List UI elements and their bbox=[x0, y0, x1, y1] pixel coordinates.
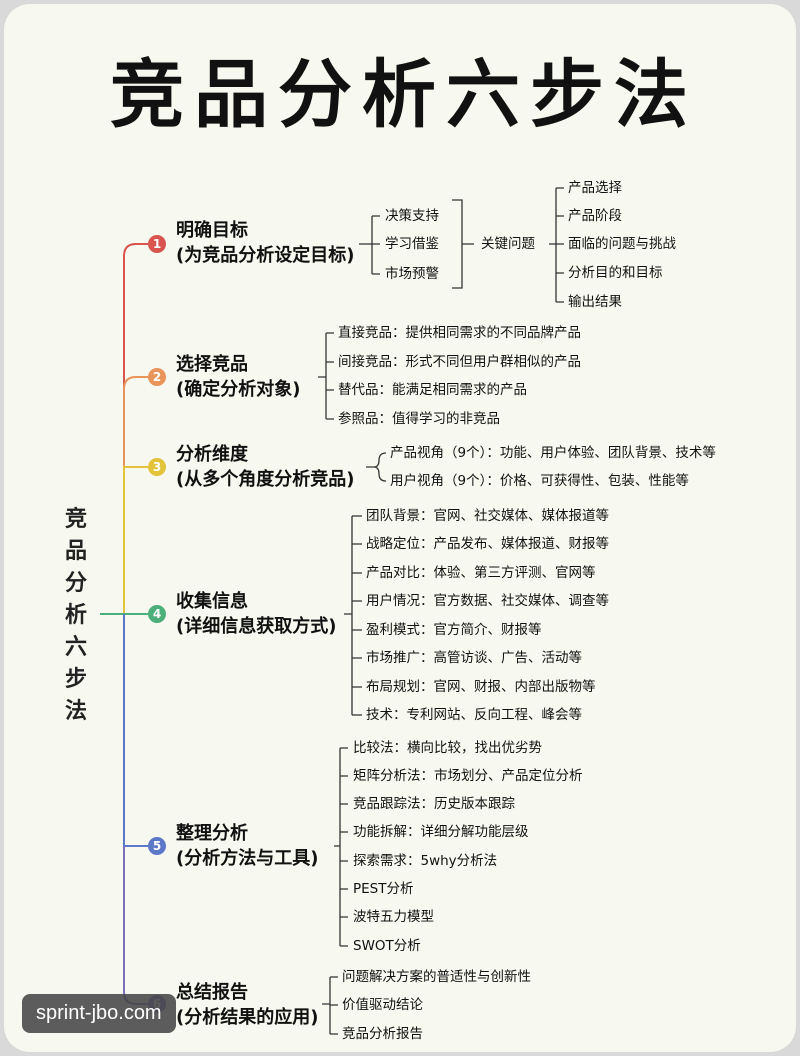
step1-item: 决策支持 bbox=[385, 208, 439, 224]
step6-bracket bbox=[322, 976, 338, 1035]
step5-item: 竞品跟踪法：历史版本跟踪 bbox=[353, 796, 515, 812]
trunk-step2 bbox=[123, 376, 148, 614]
step1-sub-item: 面临的问题与挑战 bbox=[568, 236, 676, 252]
step5-number-badge: 5 bbox=[148, 837, 166, 855]
step1-label: 明确目标 (为竞品分析设定目标) bbox=[176, 220, 355, 266]
watermark-badge: sprint-jbo.com bbox=[22, 994, 176, 1033]
step5-item: 矩阵分析法：市场划分、产品定位分析 bbox=[353, 768, 583, 784]
page-title: 竞品分析六步法 bbox=[110, 52, 698, 138]
root-label: 竞 品 分 析 六 步 法 bbox=[64, 507, 87, 724]
trunk-step5 bbox=[123, 614, 148, 847]
step6-item: 问题解决方案的普适性与创新性 bbox=[342, 969, 531, 985]
step3-bracket bbox=[366, 452, 387, 482]
step4-item: 战略定位：产品发布、媒体报道、财报等 bbox=[366, 536, 609, 552]
step2-number-badge: 2 bbox=[148, 368, 166, 386]
step3-item: 用户视角（9个）：价格、可获得性、包装、性能等 bbox=[390, 473, 689, 489]
step2-item: 替代品：能满足相同需求的产品 bbox=[338, 382, 527, 398]
step1-key-label: 关键问题 bbox=[481, 236, 535, 252]
step2-item: 直接竞品：提供相同需求的不同品牌产品 bbox=[338, 325, 581, 341]
step1-item: 学习借鉴 bbox=[385, 236, 439, 252]
step5-label: 整理分析 (分析方法与工具) bbox=[176, 823, 319, 869]
step4-item: 市场推广：高管访谈、广告、活动等 bbox=[366, 650, 582, 666]
step2-label: 选择竞品 (确定分析对象) bbox=[176, 354, 301, 400]
step2-item: 参照品：值得学习的非竞品 bbox=[338, 411, 500, 427]
step1-item: 市场预警 bbox=[385, 266, 439, 282]
step1-sub-item: 产品阶段 bbox=[568, 208, 622, 224]
step1-sub-item: 输出结果 bbox=[568, 294, 622, 310]
step3-item: 产品视角（9个）：功能、用户体验、团队背景、技术等 bbox=[390, 445, 716, 461]
step1-sub-bracket bbox=[549, 187, 564, 303]
step2-item: 间接竞品：形式不同但用户群相似的产品 bbox=[338, 354, 581, 370]
step4-item: 产品对比：体验、第三方评测、官网等 bbox=[366, 565, 596, 581]
trunk-step6 bbox=[123, 846, 148, 1005]
trunk-step1 bbox=[123, 243, 148, 614]
step4-number-badge: 4 bbox=[148, 605, 166, 623]
step1-sub-item: 分析目的和目标 bbox=[568, 265, 663, 281]
step1-sub-item: 产品选择 bbox=[568, 180, 622, 196]
step4-item: 布局规划：官网、财报、内部出版物等 bbox=[366, 679, 596, 695]
step5-item: 波特五力模型 bbox=[353, 909, 434, 925]
trunk-step3 bbox=[123, 466, 148, 614]
step5-item: 比较法：横向比较，找出优劣势 bbox=[353, 740, 542, 756]
step4-item: 团队背景：官网、社交媒体、媒体报道等 bbox=[366, 508, 609, 524]
step3-number-badge: 3 bbox=[148, 458, 166, 476]
step6-item: 竞品分析报告 bbox=[342, 1026, 423, 1042]
step4-item: 用户情况：官方数据、社交媒体、调查等 bbox=[366, 593, 609, 609]
step4-item: 盈利模式：官方简介、财报等 bbox=[366, 622, 542, 638]
step4-label: 收集信息 (详细信息获取方式) bbox=[176, 591, 337, 637]
step5-bracket bbox=[334, 747, 348, 947]
step1-key-bracket bbox=[452, 199, 474, 289]
step6-item: 价值驱动结论 bbox=[342, 997, 423, 1013]
step4-bracket bbox=[344, 515, 362, 716]
step5-item: 功能拆解：详细分解功能层级 bbox=[353, 824, 529, 840]
step2-bracket bbox=[318, 332, 334, 420]
step1-number-badge: 1 bbox=[148, 235, 166, 253]
mindmap-card: 竞品分析六步法 竞 品 分 析 六 步 法 1 明确目标 ( bbox=[4, 4, 796, 1052]
step6-label: 总结报告 (分析结果的应用) bbox=[176, 982, 319, 1028]
step5-item: SWOT分析 bbox=[353, 938, 421, 954]
connector-lines bbox=[100, 187, 564, 1035]
step5-item: PEST分析 bbox=[353, 881, 414, 897]
step5-item: 探索需求：5why分析法 bbox=[353, 853, 498, 869]
step4-item: 技术：专利网站、反向工程、峰会等 bbox=[366, 707, 582, 723]
step1-bracket bbox=[359, 215, 380, 275]
step3-label: 分析维度 (从多个角度分析竞品) bbox=[176, 444, 355, 490]
